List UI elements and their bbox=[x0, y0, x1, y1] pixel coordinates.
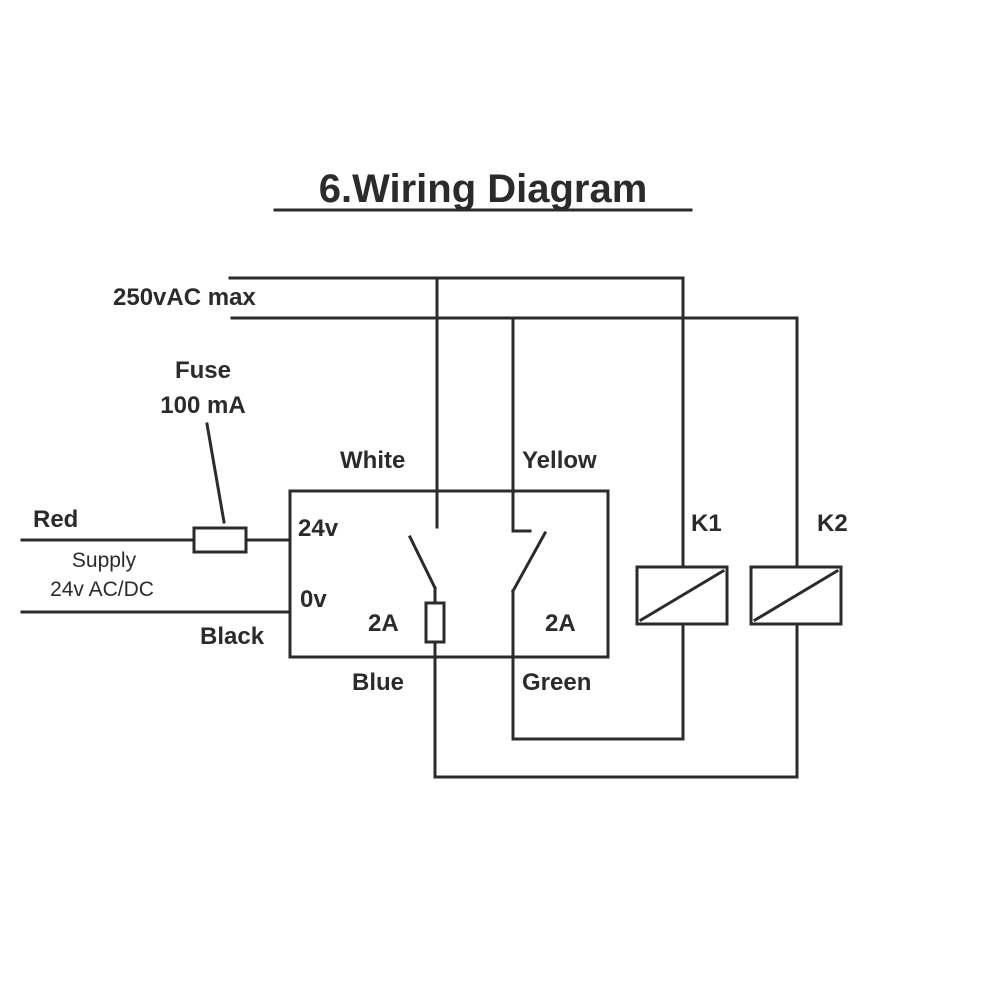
max-voltage-label: 250vAC max bbox=[113, 284, 256, 311]
left-rating-label: 2A bbox=[368, 610, 399, 637]
k1-coil-diagonal bbox=[638, 568, 726, 623]
right-rating-label: 2A bbox=[545, 610, 576, 637]
black-label: Black bbox=[200, 623, 265, 650]
k1-label: K1 bbox=[691, 510, 722, 537]
white-label: White bbox=[340, 447, 405, 474]
fuse-label: Fuse bbox=[175, 357, 231, 384]
switch-fuse-symbol bbox=[424, 601, 446, 644]
yellow-label: Yellow bbox=[522, 447, 597, 474]
blue-label: Blue bbox=[352, 669, 404, 696]
k2-coil-diagonal bbox=[752, 568, 840, 623]
fuse-rating-label: 100 mA bbox=[160, 392, 245, 419]
controller-box bbox=[288, 489, 610, 659]
supply-spec-label: 24v AC/DC bbox=[50, 578, 154, 601]
fuse-pointer bbox=[205, 422, 226, 524]
fuse-symbol bbox=[192, 526, 248, 554]
supply-label: Supply bbox=[72, 549, 137, 572]
diagram-title: 6.Wiring Diagram bbox=[319, 167, 648, 211]
terminal-24v-label: 24v bbox=[298, 515, 339, 542]
right-switch-blade bbox=[510, 530, 548, 594]
k2-label: K2 bbox=[817, 510, 848, 537]
terminal-0v-label: 0v bbox=[300, 586, 327, 613]
red-label: Red bbox=[33, 506, 78, 533]
green-label: Green bbox=[522, 669, 591, 696]
left-switch-blade bbox=[407, 534, 438, 591]
